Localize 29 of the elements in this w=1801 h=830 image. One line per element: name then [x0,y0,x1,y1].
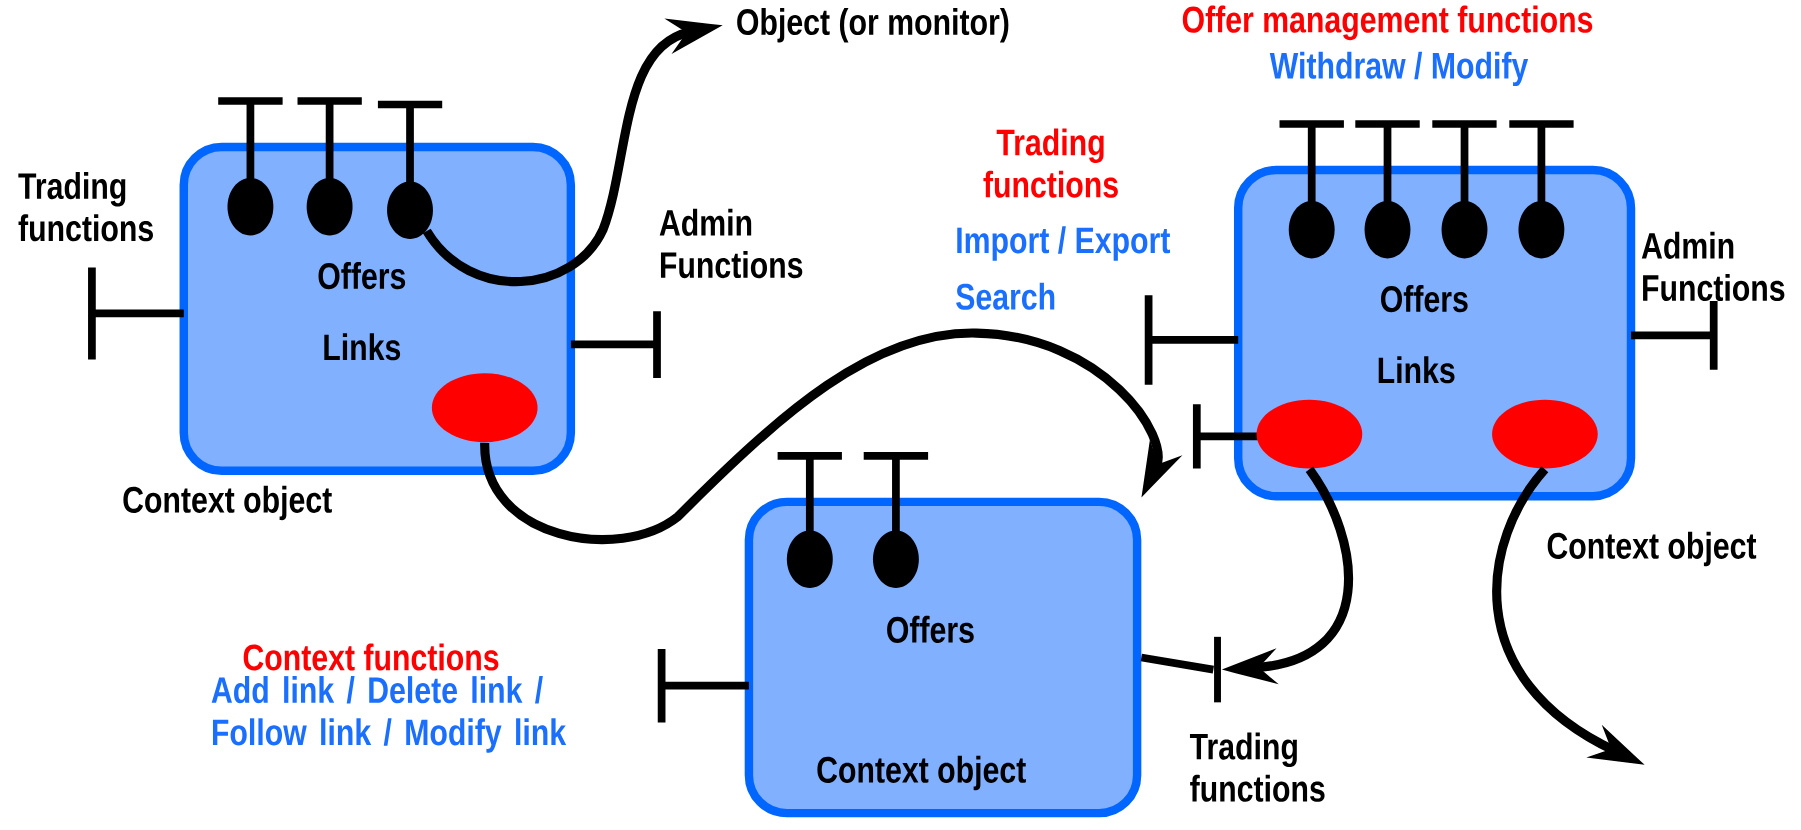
annotation: Add link / Delete link / Follow link / Modify link [211,675,567,753]
annotation: Trading functions [1189,732,1325,802]
port-ball [872,530,919,588]
annotation: Admin Functions [1641,231,1785,301]
connector-line [1140,653,1214,674]
node-label: Context object [1547,531,1757,566]
annotation: Import / Export [957,226,1171,261]
node-label: Context object [123,485,332,520]
port-ball [387,181,433,239]
link-ellipse [1492,399,1598,469]
annotation: Withdraw / Modify [1269,51,1529,86]
annotation: Trading functions [18,171,153,242]
port-ball [306,177,353,236]
port-ball [1441,200,1488,259]
link-ellipse [431,373,538,442]
port-bar [1214,636,1221,703]
port-ball [1288,200,1335,259]
annotation: Search [956,282,1055,310]
port-ball [1364,200,1411,259]
annotation: Context functions [243,643,499,671]
link-ellipse [1256,399,1363,469]
annotation: Admin Functions [659,208,803,278]
annotation: Trading functions [983,128,1118,198]
port-ball [227,177,274,236]
port-ball [1518,200,1565,259]
annotation: Offer management functions [1182,5,1593,40]
port-ball [786,530,833,588]
target-label: Object (or monitor) [737,7,1009,43]
module-box: Offers Context object [744,497,1142,818]
